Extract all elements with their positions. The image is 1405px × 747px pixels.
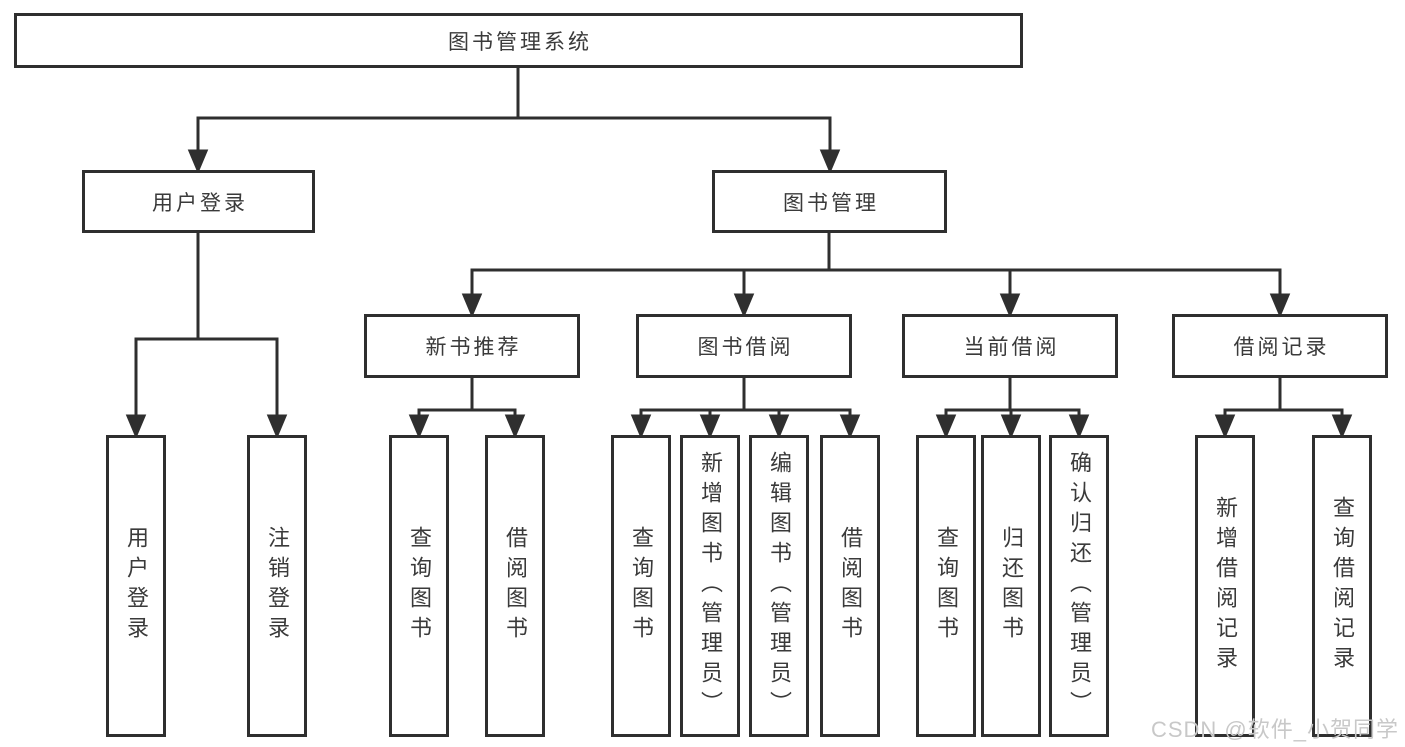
edge-root-to-level2 xyxy=(187,68,841,174)
leaf-borrow-edit-books-admin: 编辑图书（管理员） xyxy=(749,435,809,737)
leaf-borrow-borrow-books: 借阅图书 xyxy=(820,435,880,737)
arrowhead xyxy=(839,414,861,439)
arrowhead xyxy=(1000,414,1022,439)
arrowhead xyxy=(266,414,288,439)
leaf-new-book-query-books: 查询图书 xyxy=(389,435,449,737)
edge-new-book-to-leaves xyxy=(408,378,526,439)
arrowhead xyxy=(733,293,755,318)
arrowhead xyxy=(935,414,957,439)
leaf-current-confirm-return-admin: 确认归还（管理员） xyxy=(1049,435,1109,737)
watermark: CSDN @软件_小贺同学 xyxy=(1150,717,1399,742)
edge-book-borrowing-to-leaves xyxy=(630,378,861,439)
node-new-book-recommendation: 新书推荐 xyxy=(364,314,580,378)
arrowhead xyxy=(1269,293,1291,318)
arrowhead xyxy=(768,414,790,439)
node-book-borrowing: 图书借阅 xyxy=(636,314,852,378)
arrowhead xyxy=(819,149,841,174)
node-library-management-system: 图书管理系统 xyxy=(14,13,1023,68)
node-user-login: 用户登录 xyxy=(82,170,315,233)
node-borrowing-records: 借阅记录 xyxy=(1172,314,1388,378)
edge-book-management-to-level3 xyxy=(461,233,1291,318)
arrowhead xyxy=(461,293,483,318)
leaf-user-login: 用户登录 xyxy=(106,435,166,737)
arrowhead xyxy=(1068,414,1090,439)
arrowhead xyxy=(999,293,1021,318)
arrowhead xyxy=(187,149,209,174)
arrowhead xyxy=(1331,414,1353,439)
leaf-current-return-books: 归还图书 xyxy=(981,435,1041,737)
leaf-logout: 注销登录 xyxy=(247,435,307,737)
arrowhead xyxy=(504,414,526,439)
arrowhead xyxy=(699,414,721,439)
edge-borrowing-records-to-leaves xyxy=(1214,378,1353,439)
node-book-management: 图书管理 xyxy=(712,170,947,233)
edge-user-login-to-leaves xyxy=(125,233,288,439)
leaf-records-add-borrow-record: 新增借阅记录 xyxy=(1195,435,1255,737)
arrowhead xyxy=(630,414,652,439)
arrowhead xyxy=(1214,414,1236,439)
leaf-borrow-query-books: 查询图书 xyxy=(611,435,671,737)
leaf-borrow-add-books-admin: 新增图书（管理员） xyxy=(680,435,740,737)
leaf-new-book-borrow-books: 借阅图书 xyxy=(485,435,545,737)
node-current-borrowing: 当前借阅 xyxy=(902,314,1118,378)
leaf-records-query-borrow-record: 查询借阅记录 xyxy=(1312,435,1372,737)
edge-current-borrowing-to-leaves xyxy=(935,378,1090,439)
arrowhead xyxy=(125,414,147,439)
leaf-current-query-books: 查询图书 xyxy=(916,435,976,737)
arrowhead xyxy=(408,414,430,439)
